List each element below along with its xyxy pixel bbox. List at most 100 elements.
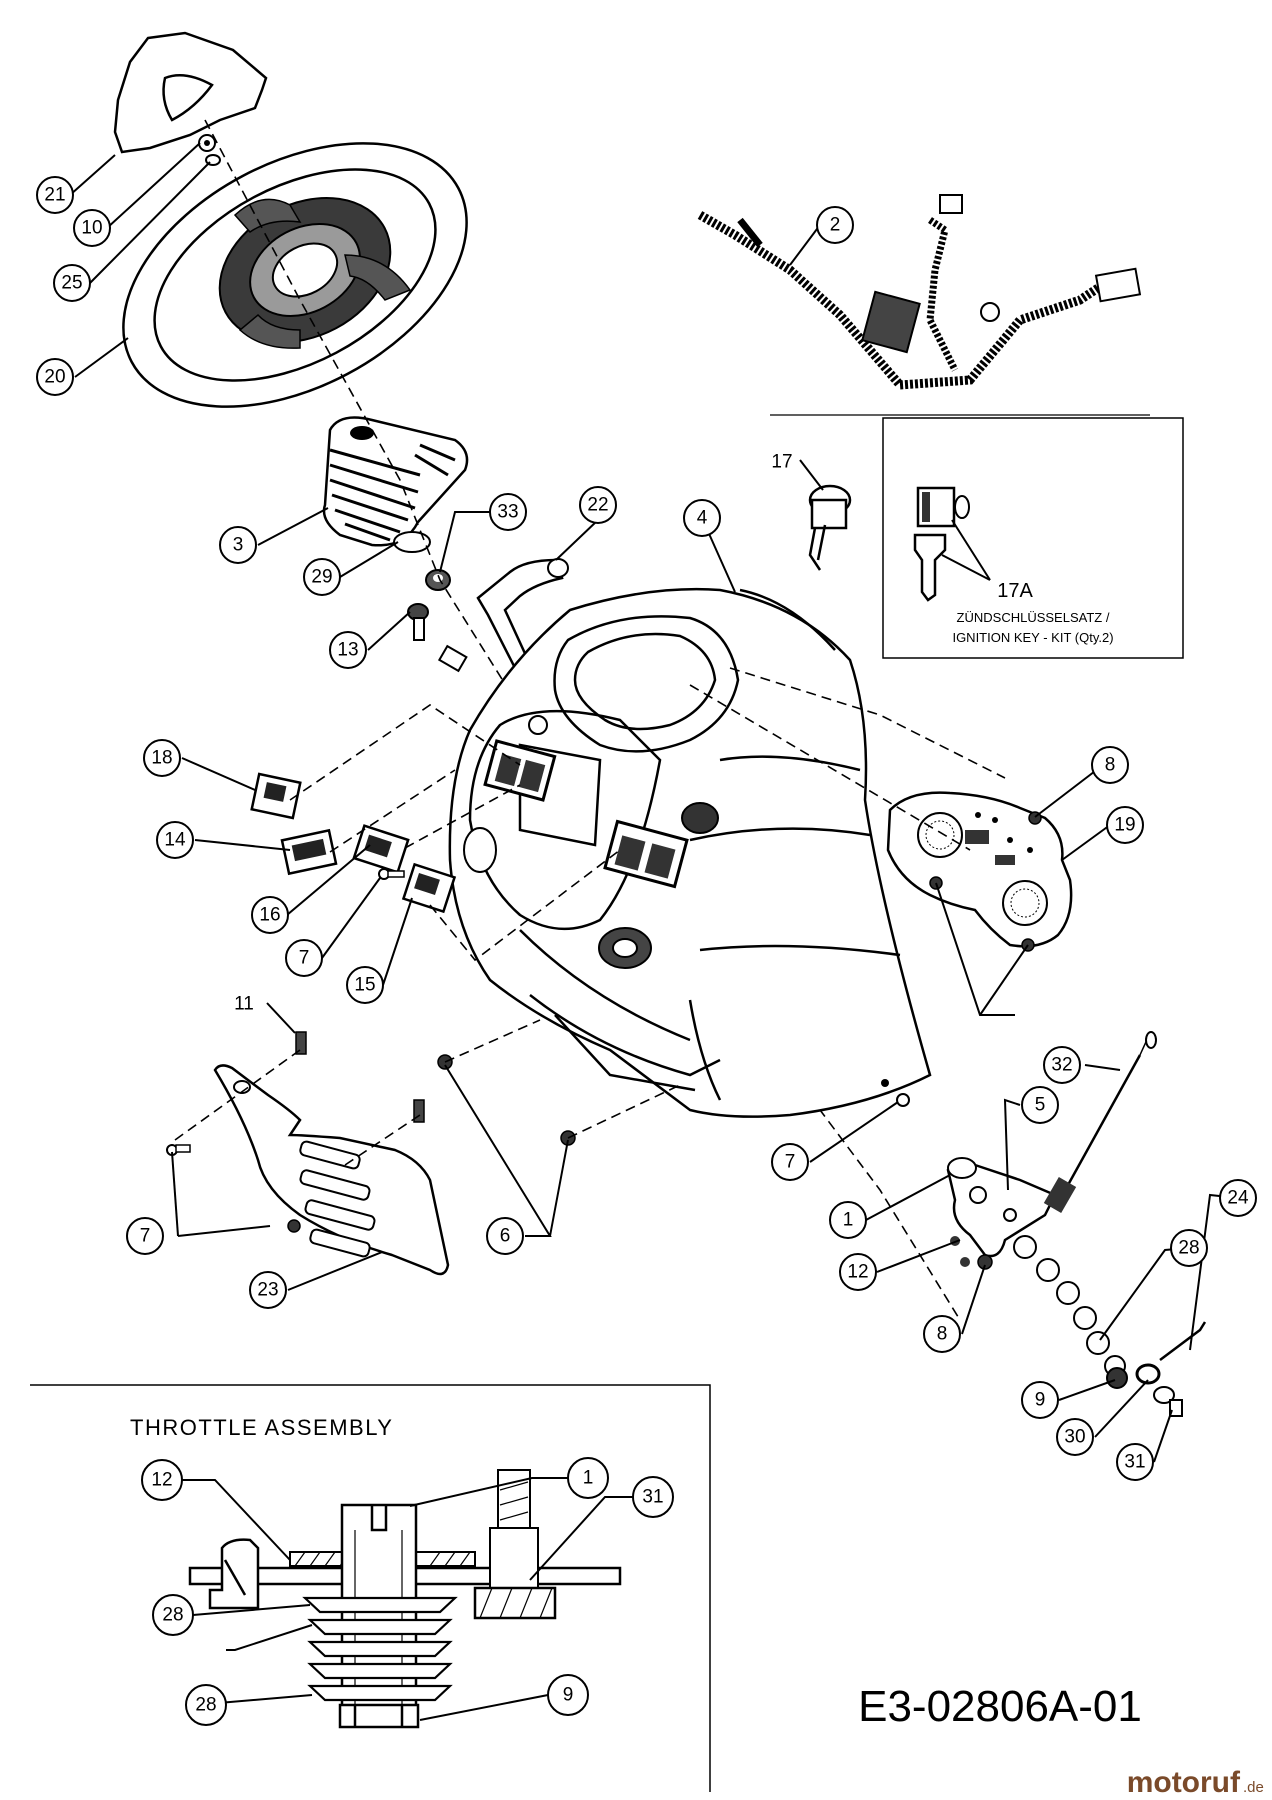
callout-8-cluster: 8 bbox=[1091, 746, 1129, 784]
svg-text:22: 22 bbox=[587, 495, 608, 516]
wiring-harness bbox=[697, 194, 1142, 390]
ignition-key-kit-inset: 17A ZÜNDSCHLÜSSELSATZ / IGNITION KEY - K… bbox=[882, 417, 1184, 659]
svg-text:7: 7 bbox=[140, 1226, 151, 1247]
svg-text:4: 4 bbox=[697, 508, 708, 529]
svg-text:32: 32 bbox=[1051, 1055, 1072, 1076]
svg-text:18: 18 bbox=[151, 748, 172, 769]
svg-text:29: 29 bbox=[311, 567, 332, 588]
callout-1: 1 bbox=[829, 1201, 867, 1239]
inset-callout-12: 12 bbox=[141, 1459, 183, 1501]
inset-callout-28a: 28 bbox=[152, 1594, 194, 1636]
cover-plate bbox=[213, 1064, 450, 1276]
nut-30 bbox=[1135, 1363, 1161, 1385]
inset-callout-28b: 28 bbox=[185, 1684, 227, 1726]
callout-19: 19 bbox=[1106, 806, 1144, 844]
screw-7-plate-b bbox=[287, 1219, 301, 1233]
callout-31: 31 bbox=[1116, 1443, 1154, 1481]
kit-part-number: 17A bbox=[997, 580, 1033, 602]
light-switch bbox=[407, 603, 468, 673]
svg-text:15: 15 bbox=[354, 975, 375, 996]
svg-text:8: 8 bbox=[1105, 755, 1116, 776]
svg-text:5: 5 bbox=[1035, 1095, 1046, 1116]
callout-7-panel: 7 bbox=[771, 1143, 809, 1181]
drawing-number: E3-02806A-01 bbox=[858, 1682, 1142, 1731]
svg-text:33: 33 bbox=[497, 502, 518, 523]
callout-4: 4 bbox=[683, 499, 721, 537]
nut-10 bbox=[198, 134, 216, 152]
callouts: 21 10 25 20 3 29 33 13 22 4 17 2 18 14 1… bbox=[36, 176, 1257, 1481]
callout-33: 33 bbox=[489, 493, 527, 531]
rod-24 bbox=[1159, 1321, 1207, 1361]
lever-handle bbox=[476, 558, 569, 670]
callout-7-plate: 7 bbox=[126, 1217, 164, 1255]
callout-21: 21 bbox=[36, 176, 74, 214]
svg-text:12: 12 bbox=[151, 1470, 172, 1491]
svg-text:1: 1 bbox=[843, 1210, 854, 1231]
nut-33 bbox=[425, 569, 451, 591]
callout-20: 20 bbox=[36, 358, 74, 396]
svg-text:24: 24 bbox=[1227, 1188, 1249, 1209]
inset-callout-9: 9 bbox=[547, 1674, 589, 1716]
svg-text:16: 16 bbox=[259, 905, 280, 926]
svg-text:7: 7 bbox=[785, 1152, 796, 1173]
callout-13: 13 bbox=[329, 631, 367, 669]
callout-23: 23 bbox=[249, 1271, 287, 1309]
svg-text:25: 25 bbox=[61, 273, 82, 294]
washer-29 bbox=[393, 531, 431, 553]
friction-washers-28 bbox=[1013, 1235, 1126, 1377]
callout-25: 25 bbox=[53, 264, 91, 302]
screw-7-dash bbox=[378, 868, 405, 880]
watermark-tld: .de bbox=[1243, 1779, 1264, 1796]
svg-text:28: 28 bbox=[162, 1605, 183, 1626]
spring-clip-11b bbox=[413, 1099, 425, 1123]
svg-text:28: 28 bbox=[195, 1695, 216, 1716]
callout-16: 16 bbox=[251, 896, 289, 934]
switch-18 bbox=[250, 772, 302, 820]
callout-6: 6 bbox=[486, 1217, 524, 1255]
callout-32: 32 bbox=[1043, 1046, 1081, 1084]
svg-text:6: 6 bbox=[500, 1226, 511, 1247]
screw-7-panel bbox=[896, 1093, 910, 1107]
ignition-switch bbox=[808, 484, 852, 571]
throttle-assembly-title: THROTTLE ASSEMBLY bbox=[130, 1415, 393, 1440]
kit-title-de: ZÜNDSCHLÜSSELSATZ / bbox=[957, 610, 1110, 625]
svg-text:31: 31 bbox=[1124, 1452, 1145, 1473]
svg-text:14: 14 bbox=[164, 830, 186, 851]
svg-text:7: 7 bbox=[299, 948, 310, 969]
callout-29: 29 bbox=[303, 558, 341, 596]
callout-24: 24 bbox=[1219, 1179, 1257, 1217]
svg-text:21: 21 bbox=[44, 185, 65, 206]
callout-9: 9 bbox=[1021, 1381, 1059, 1419]
label-11: 11 bbox=[234, 994, 254, 1015]
spring-clip-11a bbox=[295, 1031, 307, 1055]
nut-8-throttle bbox=[977, 1254, 993, 1270]
callout-5: 5 bbox=[1021, 1086, 1059, 1124]
svg-text:19: 19 bbox=[1114, 815, 1135, 836]
svg-text:2: 2 bbox=[830, 215, 841, 236]
dash-panel bbox=[448, 587, 932, 1118]
svg-text:9: 9 bbox=[1035, 1390, 1046, 1411]
callout-15: 15 bbox=[346, 966, 384, 1004]
callout-7-switch: 7 bbox=[285, 939, 323, 977]
svg-text:28: 28 bbox=[1178, 1238, 1199, 1259]
callout-18: 18 bbox=[143, 739, 181, 777]
svg-text:30: 30 bbox=[1064, 1427, 1085, 1448]
inset-callout-1: 1 bbox=[567, 1457, 609, 1499]
kit-title-en: IGNITION KEY - KIT (Qty.2) bbox=[952, 630, 1113, 645]
instrument-cluster bbox=[886, 791, 1073, 948]
steering-wheel bbox=[122, 142, 468, 408]
throttle-lever bbox=[946, 1157, 1057, 1267]
svg-text:9: 9 bbox=[563, 1685, 574, 1706]
steering-wheel-cover bbox=[113, 31, 268, 154]
svg-text:8: 8 bbox=[937, 1324, 948, 1345]
callout-30: 30 bbox=[1056, 1418, 1094, 1456]
switch-15 bbox=[401, 862, 457, 914]
label-17: 17 bbox=[771, 452, 792, 473]
callout-8-throttle: 8 bbox=[923, 1315, 961, 1353]
steering-boot bbox=[322, 416, 469, 547]
callout-3: 3 bbox=[219, 526, 257, 564]
svg-text:1: 1 bbox=[583, 1468, 594, 1489]
switch-16 bbox=[352, 824, 410, 874]
callout-22: 22 bbox=[579, 486, 617, 524]
